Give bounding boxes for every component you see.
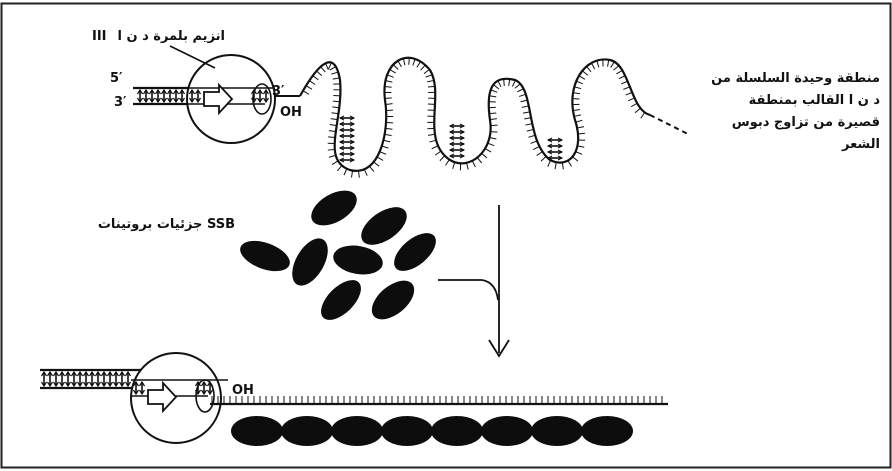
three-prime-left-label: 3′ xyxy=(114,95,127,110)
ss-label-line-1: منطقة وحيدة السلسلة من xyxy=(711,71,880,86)
ssb-protein-cluster xyxy=(236,183,442,326)
oh-bottom-label: OH xyxy=(232,383,254,398)
hairpin-loop-icon xyxy=(340,116,562,162)
single-strand-template xyxy=(300,58,690,178)
ssb-protein-icon xyxy=(365,273,421,327)
oh-top-label: OH xyxy=(280,105,302,120)
single-strand-label: منطقة وحيدة السلسلة من د ن ا القالب بمنط… xyxy=(711,71,880,152)
ssb-protein-icon xyxy=(305,183,362,232)
five-prime-label: 5′ xyxy=(110,71,123,86)
three-prime-right-label: 3′ xyxy=(272,84,285,99)
ss-label-line-3: قصيرة من تزاوج دبوس xyxy=(732,115,880,130)
ssb-protein-icon xyxy=(281,416,333,446)
ssb-bound-row xyxy=(231,416,633,446)
duplex-base-pairs xyxy=(138,90,185,102)
top-polymerase-complex xyxy=(133,55,300,143)
ss-label-line-2: د ن ا القالب بمنطقة xyxy=(749,93,881,108)
enzyme-leader-line xyxy=(170,46,215,68)
ssb-protein-icon xyxy=(581,416,633,446)
ssb-protein-icon xyxy=(431,416,483,446)
process-arrow xyxy=(438,205,509,356)
ssb-protein-icon xyxy=(331,416,383,446)
ssb-protein-icon xyxy=(231,416,283,446)
ssb-protein-icon xyxy=(481,416,533,446)
ssb-protein-icon xyxy=(285,232,335,291)
ssb-protein-icon xyxy=(531,416,583,446)
ssb-protein-icon xyxy=(314,273,368,327)
ss-label-line-4: الشعر xyxy=(841,137,880,152)
duplex-base-pairs xyxy=(42,372,131,386)
enzyme-roman-label: III xyxy=(92,29,107,44)
ssb-protein-icon xyxy=(381,416,433,446)
ssb-protein-icon xyxy=(331,242,385,278)
ssb-protein-icon xyxy=(236,235,294,277)
enzyme-label: انزيم بلمرة د ن ا xyxy=(118,29,226,44)
ssb-label: جزئيات بروتينات SSB xyxy=(98,217,235,232)
